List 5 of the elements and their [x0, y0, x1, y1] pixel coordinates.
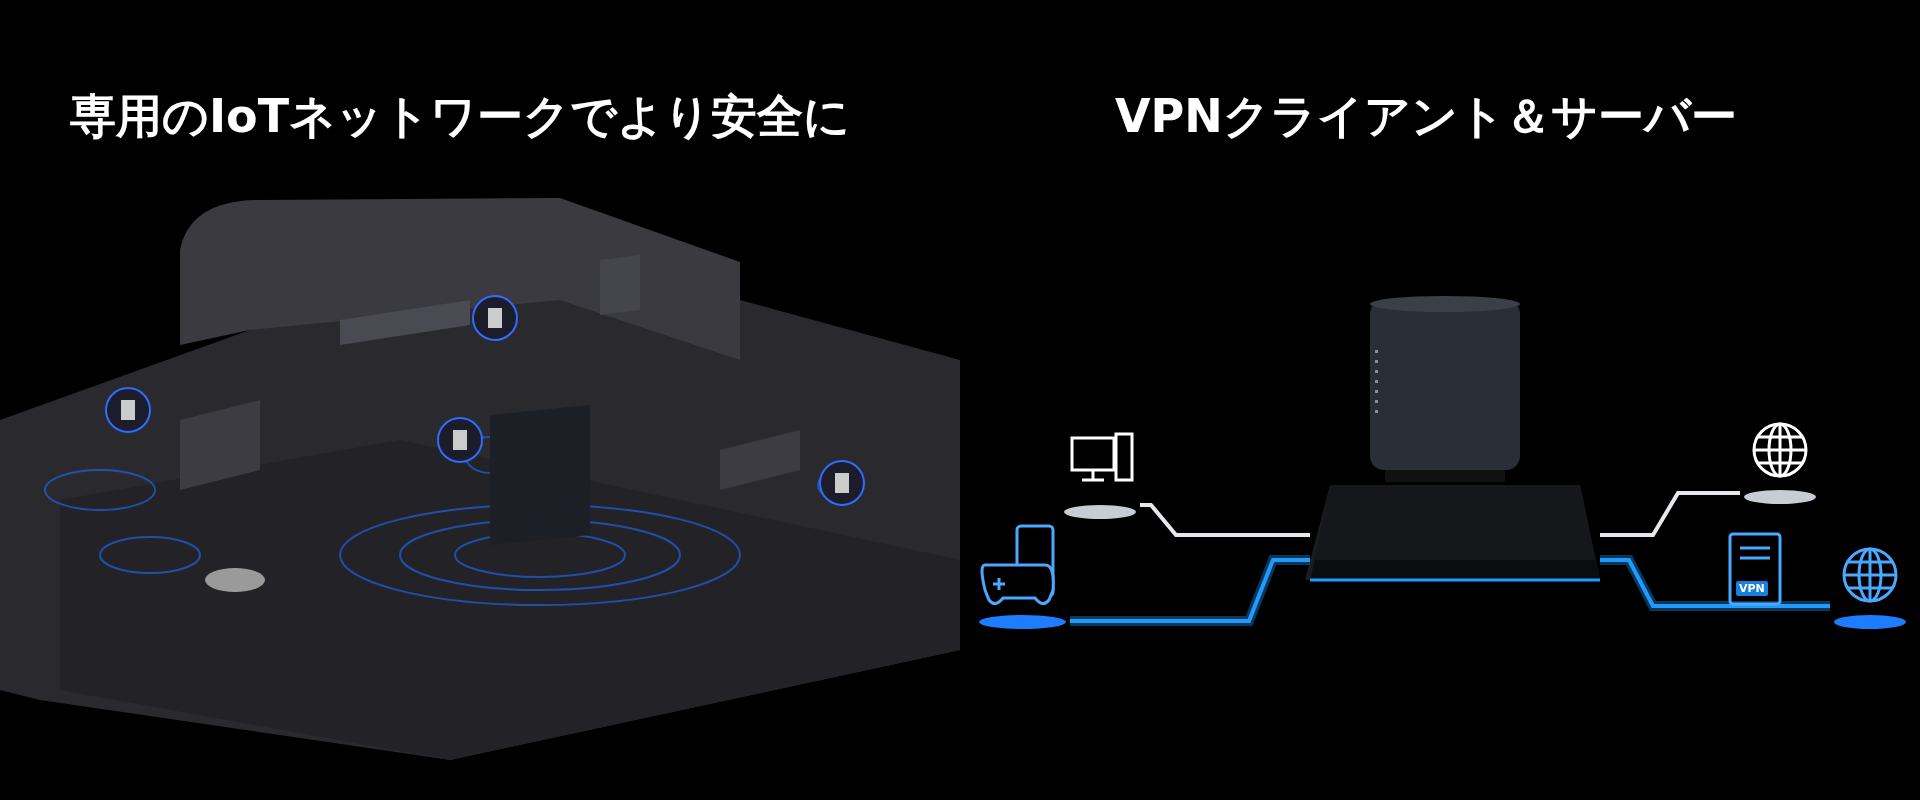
- heading: VPNクライアント＆サーバー: [1115, 88, 1737, 145]
- server-label: VPN: [1736, 581, 1768, 596]
- heading: 専用のIoTネットワークでより安全に: [70, 88, 851, 145]
- connection-line: [1140, 503, 1310, 537]
- connection-line: [1600, 491, 1740, 537]
